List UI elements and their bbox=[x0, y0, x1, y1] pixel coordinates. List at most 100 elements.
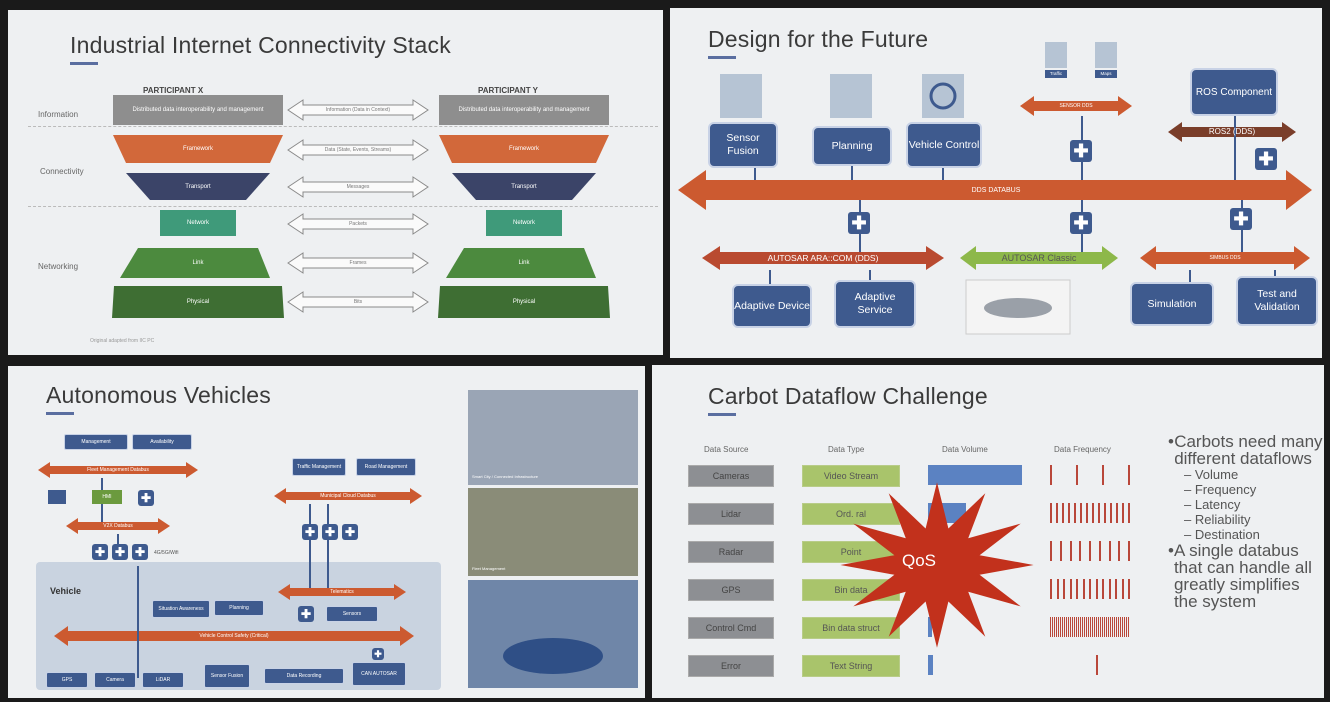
frequency-tick bbox=[1122, 617, 1123, 637]
frequency-tick bbox=[1086, 617, 1087, 637]
x-link-layer bbox=[120, 248, 270, 278]
sub-bullet: – Frequency bbox=[1184, 482, 1257, 497]
photo-caption-1: Fleet Management bbox=[472, 566, 506, 571]
availability-box: Availability bbox=[132, 434, 192, 450]
frequency-tick bbox=[1120, 617, 1121, 637]
dds-databus-arrow bbox=[678, 170, 1312, 210]
frequency-tick bbox=[1089, 579, 1091, 599]
ros-component-box: ROS Component bbox=[1190, 68, 1278, 116]
type-cell: Video Stream bbox=[802, 465, 900, 487]
bullet-text: Carbots need many different dataflows bbox=[1174, 432, 1323, 468]
traffic-tile bbox=[1045, 42, 1067, 68]
arrow-frames bbox=[287, 252, 429, 274]
arrow-information bbox=[287, 99, 429, 121]
sensors-box: Sensors bbox=[326, 606, 378, 622]
frequency-tick bbox=[1095, 579, 1098, 599]
hmi-box: HMI bbox=[92, 490, 122, 504]
arrow-label-3: Packets bbox=[349, 221, 367, 227]
frequency-tick bbox=[1102, 617, 1103, 637]
telematics-label: Telematics bbox=[330, 589, 354, 595]
arrow-messages bbox=[287, 176, 429, 198]
frequency-tick bbox=[1102, 579, 1104, 599]
v2x-bus-label: V2X Databus bbox=[103, 523, 133, 529]
frequency-tick bbox=[1050, 617, 1051, 637]
y-link-layer bbox=[446, 248, 596, 278]
frequency-tick bbox=[1126, 617, 1127, 637]
ros2-label: ROS2 (DDS) bbox=[1208, 127, 1256, 136]
slide-title: Design for the Future bbox=[708, 26, 929, 52]
frequency-tick bbox=[1050, 503, 1052, 523]
frequency-tick bbox=[1121, 579, 1124, 599]
can-autosar-box: CAN AUTOSAR bbox=[352, 662, 406, 686]
frequency-tick bbox=[1074, 617, 1075, 637]
v2x-bus-arrow bbox=[66, 518, 170, 534]
frequency-tick bbox=[1079, 541, 1082, 561]
frequency-tick bbox=[1070, 617, 1071, 637]
simbus-arrow bbox=[1140, 246, 1310, 270]
frequency-tick bbox=[1128, 617, 1129, 637]
y-layer-text-2: Transport bbox=[511, 183, 537, 190]
plus-icon: ✚ bbox=[138, 490, 154, 506]
frequency-tick bbox=[1086, 503, 1088, 523]
slide-design-future: Design for the Future Traff bbox=[670, 8, 1322, 358]
slide-autonomous-vehicles: Autonomous Vehicles Management Availabil… bbox=[8, 366, 645, 698]
x-network-layer bbox=[160, 210, 236, 236]
frequency-tick bbox=[1062, 503, 1064, 523]
sub-bullet: – Volume bbox=[1184, 467, 1239, 482]
frequency-tick bbox=[1080, 503, 1082, 523]
frequency-tick bbox=[1122, 503, 1124, 523]
highway-photo bbox=[468, 488, 638, 576]
sub-bullet-text: Latency bbox=[1194, 497, 1241, 512]
frequency-tick bbox=[1112, 617, 1113, 637]
x-layer-text-4: Link bbox=[192, 260, 204, 266]
frequency-tick bbox=[1064, 617, 1065, 637]
frequency-tick bbox=[1100, 617, 1101, 637]
footnote: Original adapted from IIC PC bbox=[90, 338, 155, 344]
frequency-tick bbox=[1089, 541, 1091, 561]
x-information-layer bbox=[113, 95, 283, 125]
frequency-tick bbox=[1098, 503, 1100, 523]
x-layer-text-3: Network bbox=[186, 220, 209, 226]
label-connectivity: Connectivity bbox=[40, 167, 84, 176]
autosar-ara-arrow bbox=[702, 246, 944, 270]
slide-title: Autonomous Vehicles bbox=[46, 382, 271, 408]
slide-title: Industrial Internet Connectivity Stack bbox=[70, 32, 451, 58]
frequency-tick bbox=[1058, 617, 1059, 637]
frequency-tick bbox=[1118, 541, 1121, 561]
volume-bar bbox=[928, 617, 932, 637]
x-layer-text-0: Distributed data interoperability and ma… bbox=[132, 107, 264, 113]
col-data-frequency: Data Frequency bbox=[1054, 445, 1111, 454]
traffic-label: Traffic bbox=[1045, 70, 1067, 78]
smart-city-photo bbox=[468, 390, 638, 485]
y-layer-text-4: Link bbox=[518, 260, 530, 266]
y-layer-text-5: Physical bbox=[512, 299, 536, 305]
label-information: Information bbox=[38, 110, 79, 119]
frequency-tick bbox=[1128, 503, 1130, 523]
plus-icon: ✚ bbox=[298, 606, 314, 622]
lidar-box: LiDAR bbox=[142, 672, 184, 688]
frequency-tick bbox=[1098, 541, 1101, 561]
col-data-volume: Data Volume bbox=[942, 445, 988, 454]
frequency-tick bbox=[1096, 617, 1097, 637]
sensor-fusion-box: Sensor Fusion bbox=[708, 122, 778, 168]
photo-caption-0: Smart City / Connected Infrastructure bbox=[472, 474, 539, 479]
y-layer-text-1: Framework bbox=[508, 146, 539, 152]
arrow-data bbox=[287, 139, 429, 161]
frequency-tick bbox=[1056, 579, 1059, 599]
x-framework-layer bbox=[113, 135, 283, 163]
plus-icon: ✚ bbox=[1070, 212, 1092, 234]
frequency-tick bbox=[1118, 617, 1119, 637]
y-layer-text-3: Network bbox=[512, 220, 535, 226]
test-validation-box: Test and Validation bbox=[1236, 276, 1318, 326]
frequency-tick bbox=[1050, 541, 1052, 561]
frequency-tick bbox=[1076, 579, 1078, 599]
bullet-text: A single databus that can handle all gre… bbox=[1173, 541, 1312, 611]
frequency-tick bbox=[1092, 617, 1093, 637]
arrow-label-4: Frames bbox=[349, 260, 367, 266]
stack-shapes bbox=[112, 95, 610, 318]
arrow-bits bbox=[287, 291, 429, 313]
frequency-tick bbox=[1128, 465, 1130, 485]
frequency-tick bbox=[1056, 503, 1058, 523]
frequency-tick bbox=[1084, 617, 1085, 637]
plus-icon: ✚ bbox=[342, 524, 358, 540]
